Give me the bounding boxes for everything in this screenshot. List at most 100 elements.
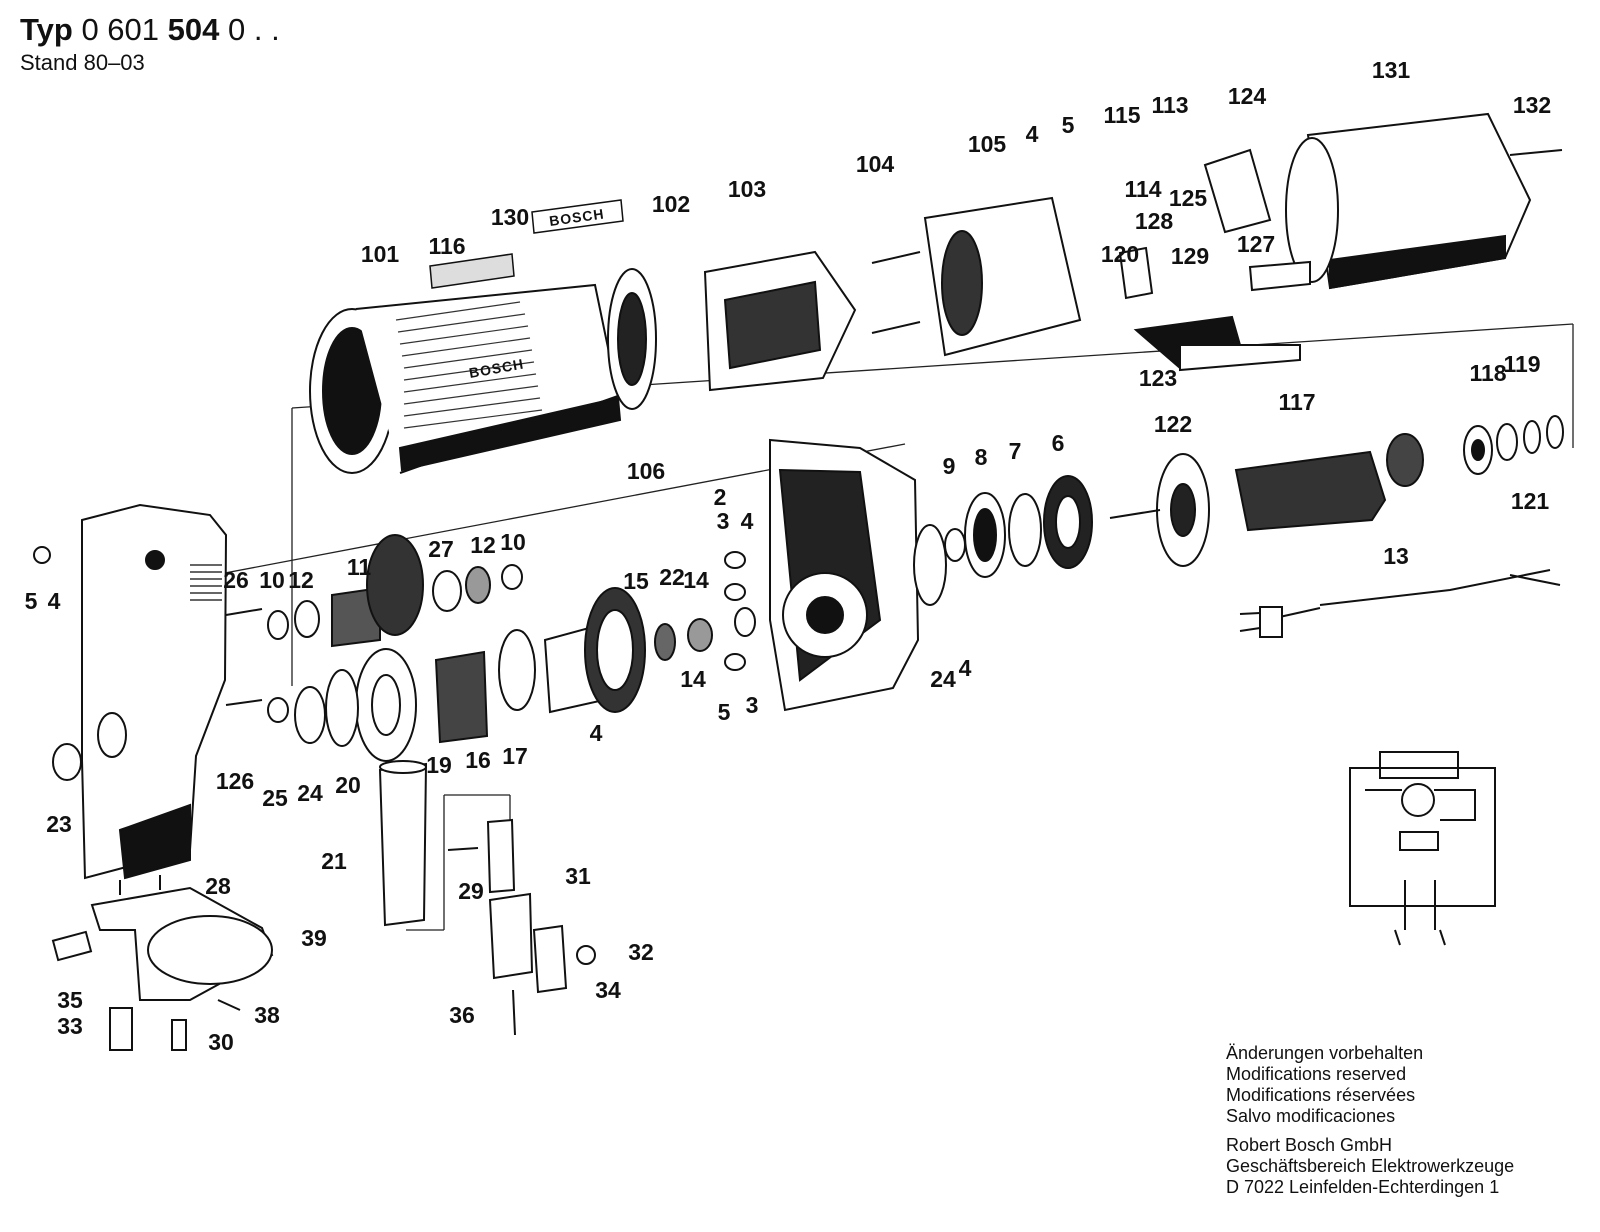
part-callout: 124 <box>1228 83 1267 109</box>
part-callout: 23 <box>46 811 72 837</box>
part-callout: 20 <box>335 772 361 798</box>
part-callout: 4 <box>48 588 61 614</box>
type-code-c: 0 . . <box>228 12 280 47</box>
power-cord <box>1239 569 1561 638</box>
part-callout: 131 <box>1372 57 1411 83</box>
part-callout: 24 <box>930 666 956 692</box>
footer-line-en: Modifications reserved <box>1226 1064 1407 1084</box>
part-callout: 4 <box>741 508 754 534</box>
part-callout: 29 <box>458 878 484 904</box>
part-callout: 121 <box>1511 488 1550 514</box>
part-callout: 25 <box>262 785 288 811</box>
part-callout: 4 <box>1026 121 1039 147</box>
legal-footer: Änderungen vorbehalten Modifications res… <box>1226 1043 1514 1198</box>
footer-address: D 7022 Leinfelden-Echterdingen 1 <box>1226 1177 1500 1197</box>
part-callout: 12 <box>288 567 314 593</box>
part-callout: 4 <box>590 720 603 746</box>
front-head-housing <box>33 503 263 880</box>
part-callout: 19 <box>426 752 452 778</box>
part-callout: 14 <box>680 666 706 692</box>
bearings-and-washers-right <box>944 475 1093 578</box>
part-callout: 126 <box>216 768 254 794</box>
footer-company: Robert Bosch GmbH <box>1226 1135 1393 1155</box>
part-callout: 31 <box>565 863 591 889</box>
part-callout: 5 <box>1062 112 1075 138</box>
part-callout: 129 <box>1171 243 1209 269</box>
part-callout: 116 <box>428 233 465 259</box>
part-callout: 4 <box>959 655 972 681</box>
part-callout: 113 <box>1151 92 1188 118</box>
nameplate <box>429 199 624 289</box>
document-header: Typ 0 601 504 0 . . Stand 80–03 <box>20 12 280 76</box>
type-prefix: Typ <box>20 12 73 47</box>
part-callout: 130 <box>491 204 529 230</box>
part-callout: 102 <box>652 191 690 217</box>
type-code-a: 0 601 <box>81 12 160 47</box>
part-callout: 14 <box>683 567 709 593</box>
part-callout: 16 <box>465 747 491 773</box>
part-callout: 10 <box>259 567 285 593</box>
part-callout: 101 <box>361 241 400 267</box>
part-callout: 38 <box>254 1002 280 1028</box>
part-callout: 128 <box>1135 208 1174 234</box>
part-callout: 5 <box>25 588 38 614</box>
part-callout: 26 <box>223 567 249 593</box>
part-callout: 115 <box>1103 102 1140 128</box>
part-callout: 5 <box>718 699 731 725</box>
part-callout: 39 <box>301 925 327 951</box>
part-callout: 12 <box>470 532 496 558</box>
part-callout: 33 <box>57 1013 83 1039</box>
type-code-b: 504 <box>167 12 220 47</box>
part-callout: 125 <box>1169 185 1208 211</box>
part-callout: 30 <box>208 1029 234 1055</box>
blade-and-die-parts <box>51 760 596 1051</box>
part-callout: 11 <box>347 554 372 580</box>
wiring-schematic <box>1349 751 1496 946</box>
part-callout: 36 <box>449 1002 475 1028</box>
nameplate-brand-label: BOSCH <box>548 205 605 229</box>
part-callout: 3 <box>717 508 730 534</box>
part-callout: 6 <box>1052 430 1065 456</box>
part-callout: 22 <box>659 564 685 590</box>
part-callout: 118 <box>1469 360 1506 386</box>
part-callout: 103 <box>728 176 766 202</box>
part-callout: 7 <box>1009 438 1022 464</box>
armature <box>1109 415 1564 567</box>
footer-line-es: Salvo modificaciones <box>1226 1106 1396 1126</box>
part-callout: 122 <box>1154 411 1192 437</box>
part-callout: 10 <box>500 529 526 555</box>
motor-housing <box>309 283 622 474</box>
part-callout: 132 <box>1513 92 1551 118</box>
part-callout: 13 <box>1383 543 1409 569</box>
part-callout: 105 <box>968 131 1007 157</box>
part-callout: 127 <box>1237 231 1275 257</box>
part-callout: 27 <box>428 536 454 562</box>
brush-holder-assembly <box>871 148 1301 372</box>
part-callout: 2 <box>714 484 727 510</box>
part-callout: 24 <box>297 780 323 806</box>
part-callout: 28 <box>205 873 231 899</box>
gear-train-parts <box>267 534 756 762</box>
part-callout: 35 <box>57 987 83 1013</box>
part-callout: 32 <box>628 939 654 965</box>
footer-line-de: Änderungen vorbehalten <box>1226 1043 1424 1063</box>
part-callout: 9 <box>943 453 956 479</box>
part-callout: 21 <box>321 848 347 874</box>
part-callout: 117 <box>1278 389 1315 415</box>
part-callout: 15 <box>623 568 649 594</box>
footer-division: Geschäftsbereich Elektrowerkzeuge <box>1226 1156 1515 1176</box>
part-callout: 119 <box>1503 351 1540 377</box>
part-callout: 114 <box>1124 176 1161 202</box>
part-callout: 8 <box>975 444 988 470</box>
gear-housing <box>769 438 947 712</box>
type-title: Typ 0 601 504 0 . . <box>20 12 280 48</box>
part-callout: 34 <box>595 977 621 1003</box>
stator-and-seal <box>607 250 857 410</box>
part-callout: 106 <box>627 458 665 484</box>
part-callout: 17 <box>502 743 528 769</box>
part-callout: 120 <box>1101 241 1139 267</box>
stand-date: Stand 80–03 <box>20 50 145 75</box>
rear-cover <box>1248 112 1563 292</box>
